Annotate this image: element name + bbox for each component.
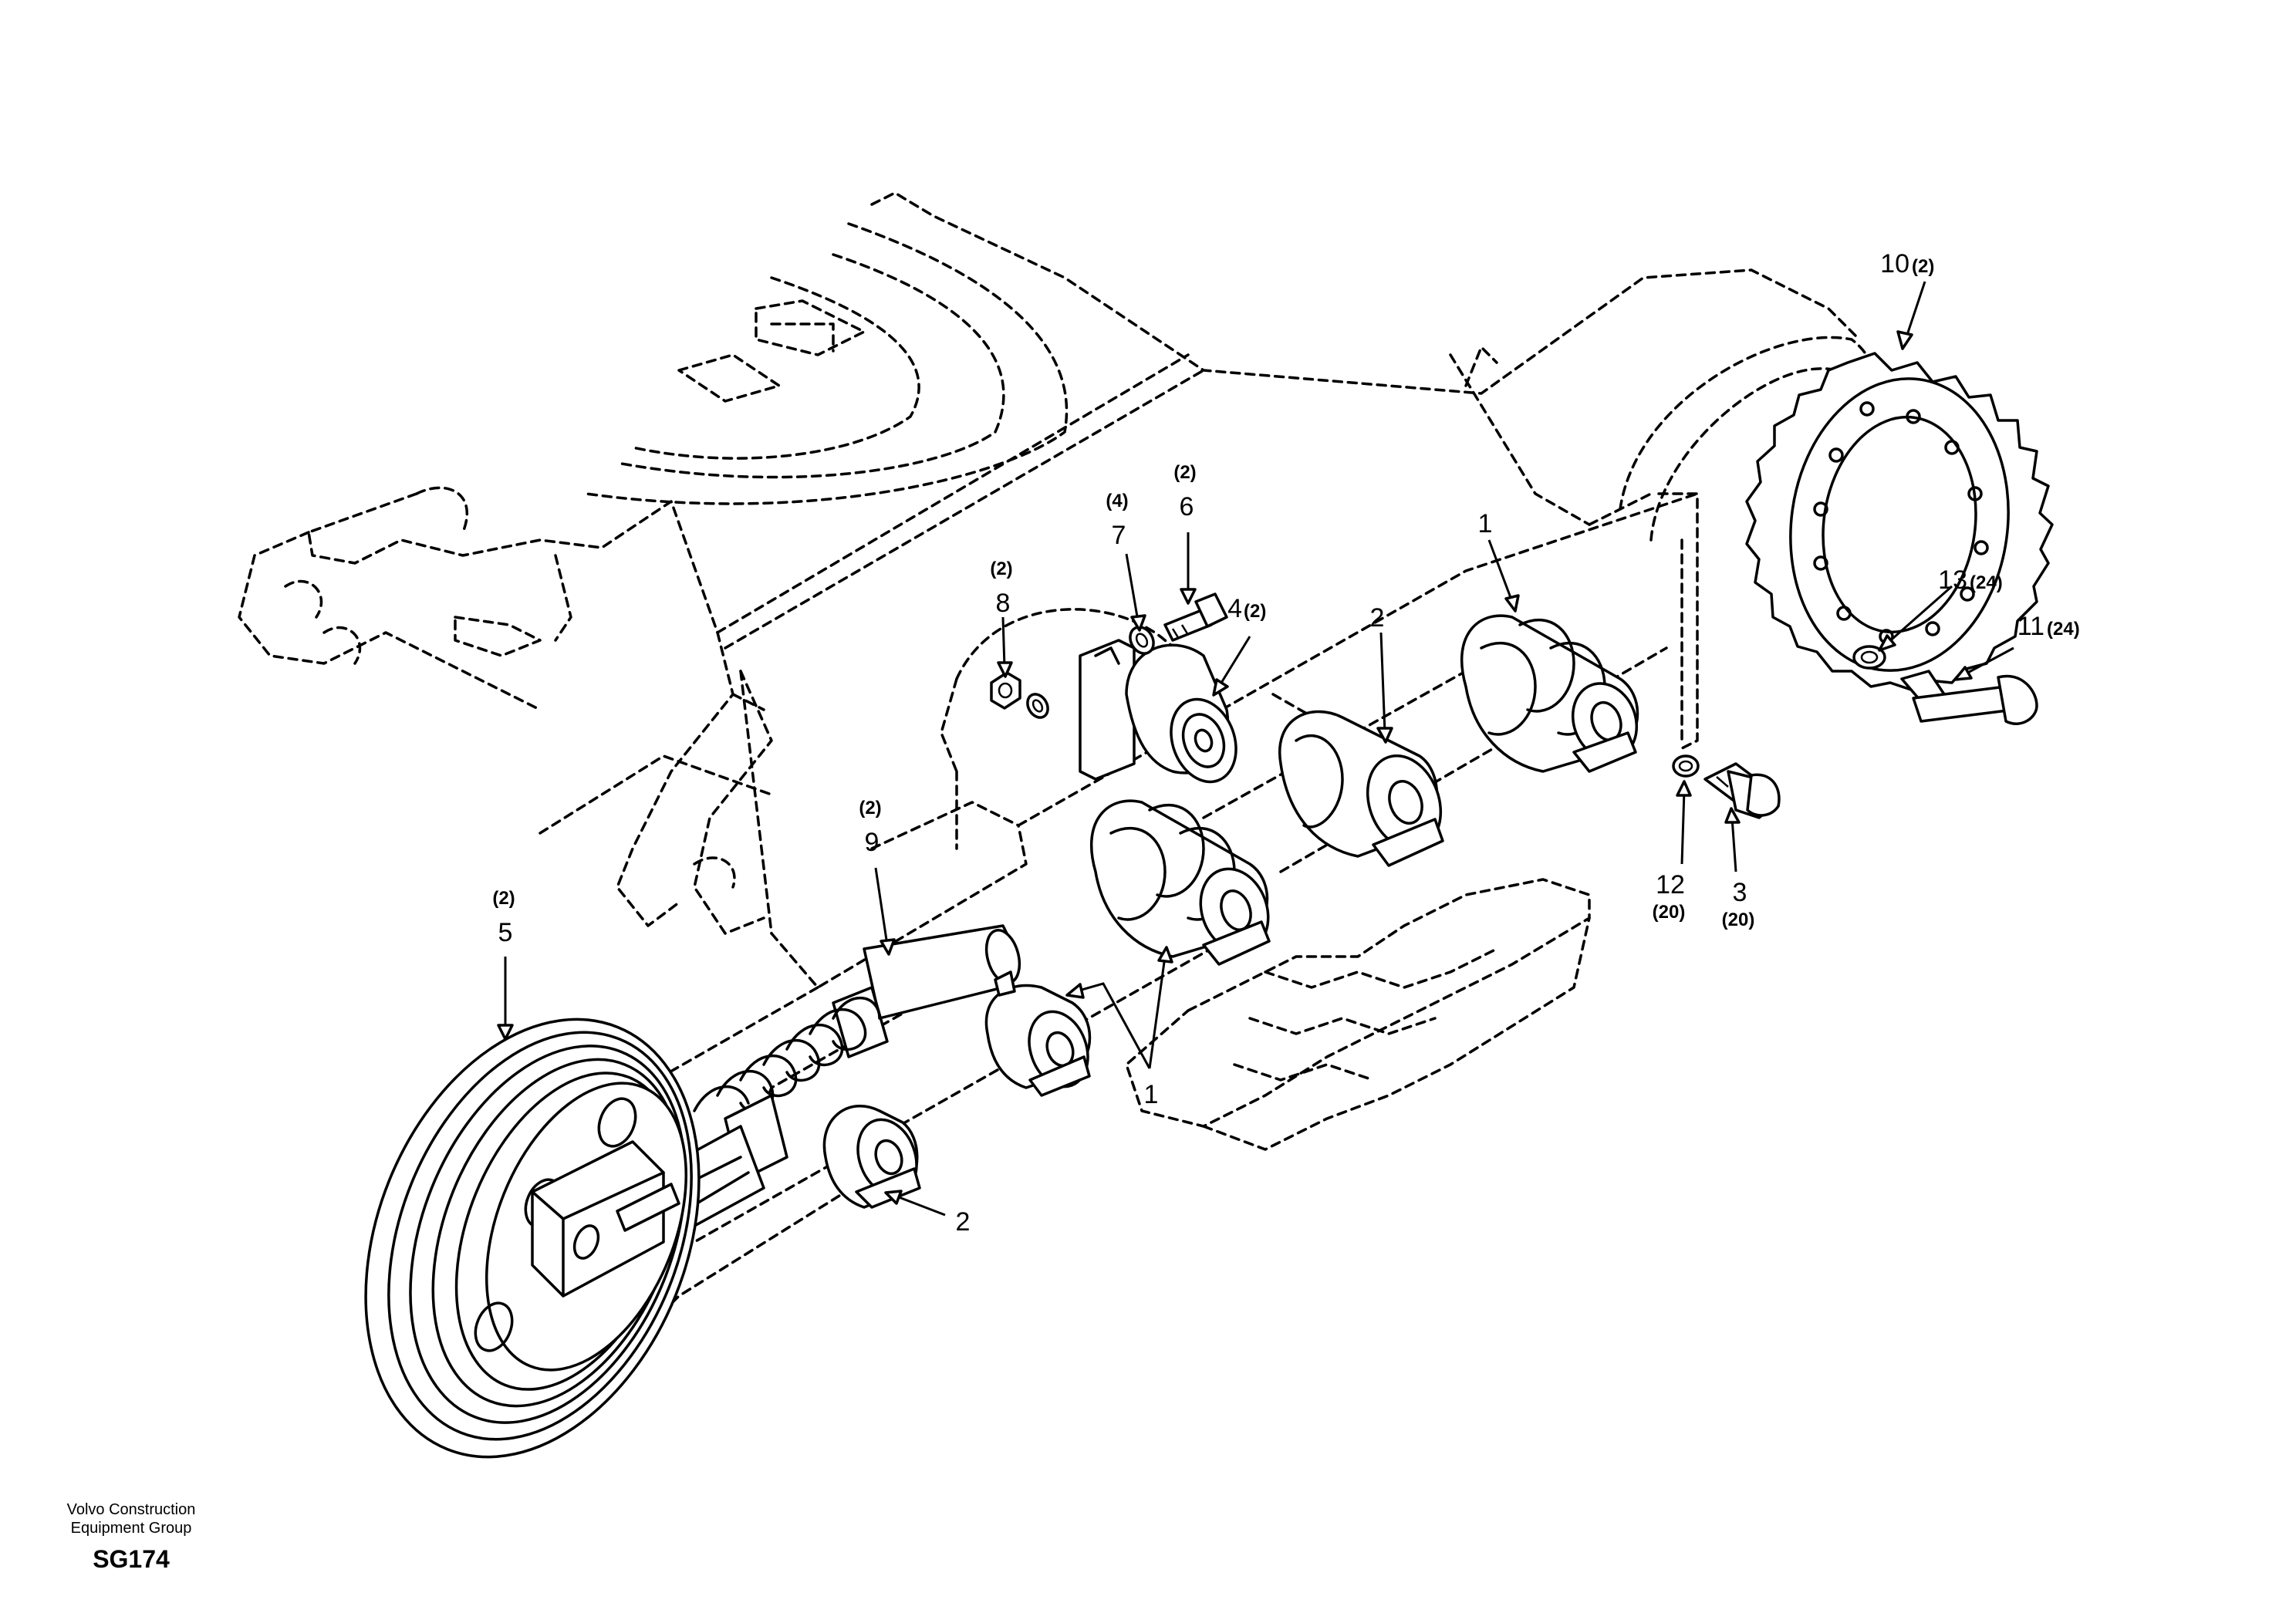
callout-11: 11 (24) <box>2017 612 2080 641</box>
callout-5: (2) 5 <box>492 888 515 947</box>
track-roller-double-flange-middle <box>1090 799 1271 966</box>
svg-text:(20): (20) <box>1722 910 1755 930</box>
callout-2-upper: 2 <box>1370 603 1385 633</box>
svg-text:11: 11 <box>2017 612 2044 641</box>
sprocket-bolt <box>1900 670 2038 725</box>
svg-text:2: 2 <box>956 1207 971 1237</box>
roller-bolt <box>1703 762 1781 819</box>
svg-text:(2): (2) <box>859 798 881 818</box>
svg-text:13: 13 <box>1938 565 1967 595</box>
callout-4: 4 (2) <box>1227 594 1266 623</box>
sprocket-washer <box>1852 645 1886 670</box>
svg-text:9: 9 <box>865 828 880 857</box>
track-roller-double-flange-upper <box>1460 614 1639 773</box>
svg-text:(2): (2) <box>1173 462 1196 483</box>
svg-text:3: 3 <box>1733 878 1747 907</box>
svg-text:2: 2 <box>1370 603 1385 633</box>
svg-text:6: 6 <box>1180 492 1194 521</box>
drawing-code: SG174 <box>93 1545 170 1573</box>
carrier-roller <box>1079 639 1237 784</box>
drive-sprocket <box>1745 352 2054 692</box>
callout-7: (4) 7 <box>1106 491 1128 550</box>
svg-text:4: 4 <box>1227 594 1242 623</box>
callout-1-upper: 1 <box>1478 509 1493 538</box>
company-name-line1: Volvo Construction <box>66 1501 196 1518</box>
svg-text:(2): (2) <box>1244 601 1266 622</box>
svg-text:(24): (24) <box>2047 619 2080 640</box>
callout-12: 12 (20) <box>1653 870 1686 923</box>
svg-text:(24): (24) <box>1970 572 2003 593</box>
carrier-bolt <box>1163 592 1228 642</box>
svg-text:7: 7 <box>1112 521 1126 550</box>
company-name-line2: Equipment Group <box>70 1520 192 1537</box>
callout-leaders <box>497 281 2014 1217</box>
svg-text:(2): (2) <box>1912 256 1934 277</box>
callout-1-lower: 1 <box>1144 1080 1159 1109</box>
svg-text:8: 8 <box>996 589 1011 618</box>
svg-text:5: 5 <box>498 918 513 947</box>
svg-text:10: 10 <box>1880 249 1909 278</box>
track-roller-lower <box>984 984 1092 1097</box>
svg-text:(2): (2) <box>492 888 515 909</box>
carrier-washer <box>1129 626 1155 655</box>
callout-9: (2) 9 <box>859 798 881 857</box>
svg-text:1: 1 <box>1144 1080 1159 1109</box>
callout-10: 10 (2) <box>1880 249 1934 278</box>
callout-8: (2) 8 <box>990 559 1012 618</box>
svg-text:(2): (2) <box>990 559 1012 579</box>
svg-text:(4): (4) <box>1106 491 1128 511</box>
callout-2-lower: 2 <box>956 1207 971 1237</box>
svg-text:1: 1 <box>1478 509 1493 538</box>
callout-13: 13 (24) <box>1938 565 2003 595</box>
callout-6: (2) 6 <box>1173 462 1196 521</box>
front-idler <box>364 1018 701 1459</box>
roller-washer <box>1672 754 1700 778</box>
track-roller-single-flange-lower <box>822 1105 921 1209</box>
track-roller-single-flange-upper <box>1278 710 1444 867</box>
svg-text:(20): (20) <box>1653 902 1686 923</box>
svg-text:12: 12 <box>1656 870 1685 899</box>
track-adjuster-cylinder <box>654 924 1021 1236</box>
callout-3: 3 (20) <box>1722 878 1755 930</box>
carrier-nut <box>990 671 1049 719</box>
footer: Volvo Construction Equipment Group SG174 <box>39 1500 224 1574</box>
